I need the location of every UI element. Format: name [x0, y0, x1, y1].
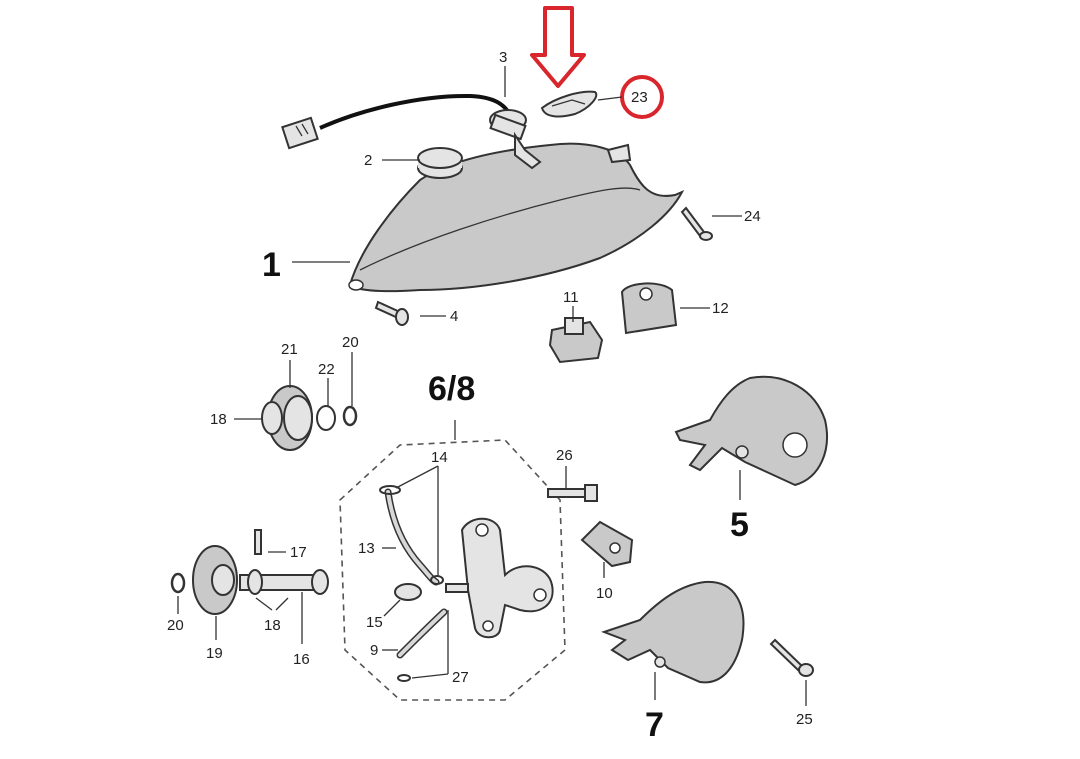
clip-27 — [397, 674, 411, 682]
screw-4 — [374, 300, 409, 326]
callout-18-bottom: 18 — [264, 617, 281, 634]
part-23-cap — [540, 90, 598, 118]
callout-23: 23 — [631, 89, 648, 106]
callout-20-bottom: 20 — [167, 617, 184, 634]
clamp-14-top — [379, 485, 401, 495]
gear-21-assembly — [261, 385, 358, 451]
callout-11: 11 — [563, 289, 579, 306]
highlight-arrow — [530, 6, 586, 88]
callout-13: 13 — [358, 540, 375, 557]
callout-25: 25 — [796, 711, 813, 728]
clamp-14-bottom — [430, 575, 444, 585]
callout-21: 21 — [281, 341, 298, 358]
cover-7 — [601, 580, 745, 684]
tank-cap — [417, 147, 463, 179]
callout-5: 5 — [730, 506, 749, 544]
callout-14: 14 — [431, 449, 448, 466]
callout-18-top: 18 — [210, 411, 227, 428]
callout-17: 17 — [290, 544, 307, 561]
callout-19: 19 — [206, 645, 223, 662]
callout-16: 16 — [293, 651, 310, 668]
part-12-block — [620, 282, 678, 335]
callout-3: 3 — [499, 49, 507, 66]
callout-12: 12 — [712, 300, 729, 317]
callout-2: 2 — [364, 152, 372, 169]
part-11-bracket — [548, 317, 604, 364]
leader-lines — [177, 66, 807, 706]
callout-1: 1 — [262, 246, 281, 284]
callout-22: 22 — [318, 361, 335, 378]
cover-5 — [674, 375, 828, 487]
callout-6-8: 6/8 — [428, 370, 475, 408]
ring-15 — [394, 583, 422, 601]
callout-26: 26 — [556, 447, 573, 464]
callout-9: 9 — [370, 642, 378, 659]
screw-24 — [680, 206, 713, 241]
bolt-26 — [547, 484, 598, 502]
gear-19-assembly — [170, 529, 329, 615]
pump-group-outline — [339, 439, 566, 701]
callout-15: 15 — [366, 614, 383, 631]
oil-pump — [445, 517, 554, 639]
callout-24: 24 — [744, 208, 761, 225]
callout-10: 10 — [596, 585, 613, 602]
hose-13 — [384, 488, 440, 586]
callout-4: 4 — [450, 308, 458, 325]
oil-tank — [348, 142, 685, 293]
screw-25 — [769, 638, 814, 677]
callout-7: 7 — [645, 706, 664, 744]
callout-20-top: 20 — [342, 334, 359, 351]
level-sensor — [281, 93, 542, 170]
bracket-10 — [580, 520, 634, 568]
callout-27: 27 — [452, 669, 469, 686]
